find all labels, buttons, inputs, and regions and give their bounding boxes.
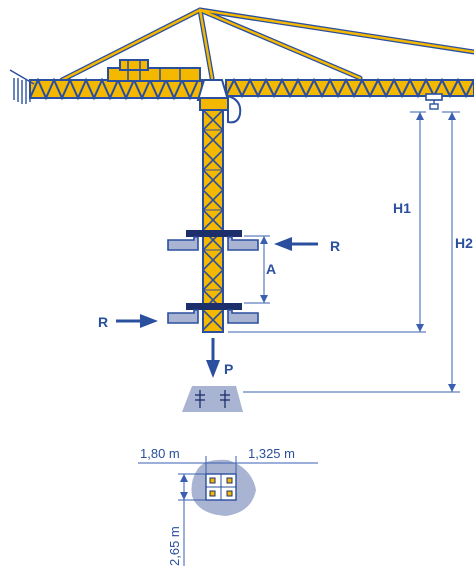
- reaction-force-right-label: R: [330, 238, 340, 254]
- tie-spacing-dimension: [244, 235, 270, 304]
- reaction-force-left-arrow: [116, 314, 158, 328]
- tower-mast: [201, 109, 225, 333]
- lower-tie-frame: [167, 303, 259, 324]
- counter-jib: [29, 77, 203, 101]
- vertical-load-arrow: [206, 338, 220, 378]
- counter-jib-tail: [9, 69, 35, 104]
- height-h2-dimension: [243, 111, 460, 393]
- slewing-head: [196, 79, 230, 111]
- height-h2-label: H2: [455, 235, 473, 251]
- upper-tie-frame: [167, 230, 259, 251]
- jib-cables: [59, 7, 474, 83]
- reaction-force-left-label: R: [98, 314, 108, 330]
- foundation-block: [182, 386, 243, 412]
- plan-left-width-label: 1,80 m: [140, 446, 180, 461]
- plan-right-width-label: 1,325 m: [248, 446, 295, 461]
- main-jib: [225, 77, 474, 99]
- plan-dimension-lines: [138, 456, 318, 566]
- trolley-hook: [425, 93, 443, 110]
- height-h1-label: H1: [393, 200, 411, 216]
- tie-spacing-label: A: [266, 261, 276, 277]
- operator-cab: [227, 94, 242, 124]
- vertical-load-label: P: [224, 361, 233, 377]
- reaction-force-right-arrow: [274, 237, 318, 251]
- height-h1-dimension: [228, 111, 426, 333]
- counterweight-ballast: [107, 59, 201, 82]
- foundation-plan: [191, 459, 256, 516]
- plan-height-label: 2,65 m: [167, 526, 182, 566]
